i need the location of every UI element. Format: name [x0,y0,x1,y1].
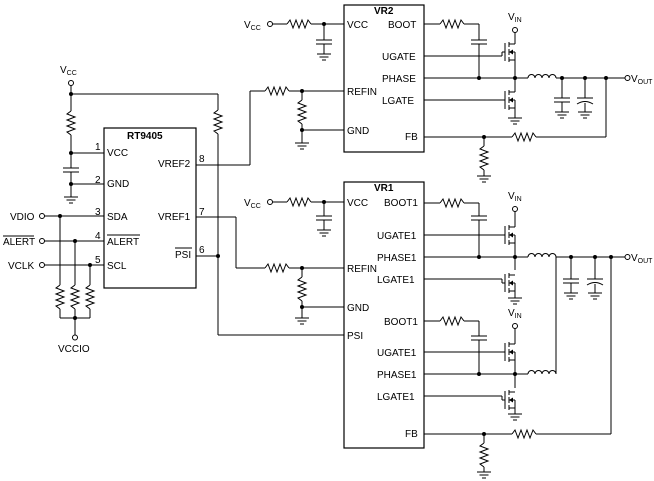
rt9405-alert-pin: ALERT [107,237,139,248]
vr2-lgate-pin: LGATE [382,96,414,107]
vref1-net [196,216,344,325]
vr1-controller: VR1 VCC REFIN GND PSI BOOT1 UGATE1 PHASE… [343,181,425,449]
vr2-vcc-pin: VCC [347,20,368,31]
vin-label-vr1b: VIN [508,308,522,320]
vr2-phase-pin: PHASE [382,74,416,85]
vin-label-vr2: VIN [508,12,522,24]
vdio-label: VDIO [10,212,35,223]
pin-number-5: 5 [95,255,101,266]
alert-label: ALERT [3,237,35,248]
vr1-phase1b-pin: PHASE1 [377,370,417,381]
rt9405-psi-pin: PSI [175,250,191,261]
rt9405-vcc-pin: VCC [107,148,128,159]
vr1-title: VR1 [374,183,394,194]
pin-number-6: 6 [199,245,205,256]
vr1-fb-pin: FB [405,429,418,440]
vout-label-vr1: VOUT [631,253,653,265]
rt9405-vref2-pin: VREF2 [158,159,191,170]
vr2-gnd-pin: GND [347,126,369,137]
rt9405-vref1-pin: VREF1 [158,212,191,223]
pin-number-8: 8 [199,154,205,165]
pin-number-1: 1 [95,142,101,153]
vr1-lgate1-pin: LGATE1 [377,275,415,286]
bus-lines: VDIO ALERT VCLK VCCIO [3,212,104,355]
vr2-boot-pin: BOOT [388,20,416,31]
vr2-refin-pin: REFIN [347,87,377,98]
psi-net [196,94,344,336]
vr2-fb-pin: FB [405,132,418,143]
vout-label-vr2: VOUT [631,74,653,86]
vr1-phase2-stage: VIN [424,257,557,421]
pin-number-4: 4 [95,231,101,242]
vr1-vcc-pin: VCC [347,198,368,209]
vr1-refin-pin: REFIN [347,264,377,275]
vr1-feedback [424,257,612,479]
rt9405-vcc-net: VCC [60,65,218,204]
vr2-title: VR2 [374,6,394,17]
vr1-ugate1b-pin: UGATE1 [377,348,417,359]
rt9405-sda-pin: SDA [107,212,128,223]
pin-number-3: 3 [95,207,101,218]
vcc-label-vr2: VCC [244,20,261,32]
vcc-label-vr1: VCC [244,198,261,210]
vr1-phase1-pin: PHASE1 [377,253,417,264]
vr2-body [343,4,425,153]
vr1-phase1-stage: VIN VOUT [424,191,653,305]
rt9405-title: RT9405 [127,131,163,142]
vref2-net [196,86,344,166]
vr2-controller: VR2 VCC REFIN GND BOOT UGATE PHASE LGATE… [343,4,425,153]
vin-label-vr1a: VIN [508,191,522,203]
rt9405-body [103,127,197,289]
vr2-vcc-net: VCC [244,19,344,61]
vr1-ugate1-pin: UGATE1 [377,231,417,242]
vr1-body [343,181,425,449]
pin-number-2: 2 [95,175,101,186]
vccio-label: VCCIO [58,344,90,355]
vr2-power-stage: VIN VOUT [424,12,653,183]
vcc-label-main: VCC [60,65,77,77]
rt9405-scl-pin: SCL [107,261,127,272]
vr1-psi-pin: PSI [347,331,363,342]
vr1-boot1b-pin: BOOT1 [384,317,418,328]
rt9405-gnd-pin: GND [107,179,129,190]
vr2-ugate-pin: UGATE [382,52,416,63]
vr1-vcc-net: VCC [244,197,344,237]
vr1-gnd-pin: GND [347,303,369,314]
vr1-boot1-pin: BOOT1 [384,198,418,209]
vclk-label: VCLK [8,261,34,272]
pin-number-7: 7 [199,207,205,218]
vr1-lgate1b-pin: LGATE1 [377,392,415,403]
rt9405-ic: RT9405 VCC GND SDA ALERT SCL VREF2 VREF1… [95,127,205,289]
